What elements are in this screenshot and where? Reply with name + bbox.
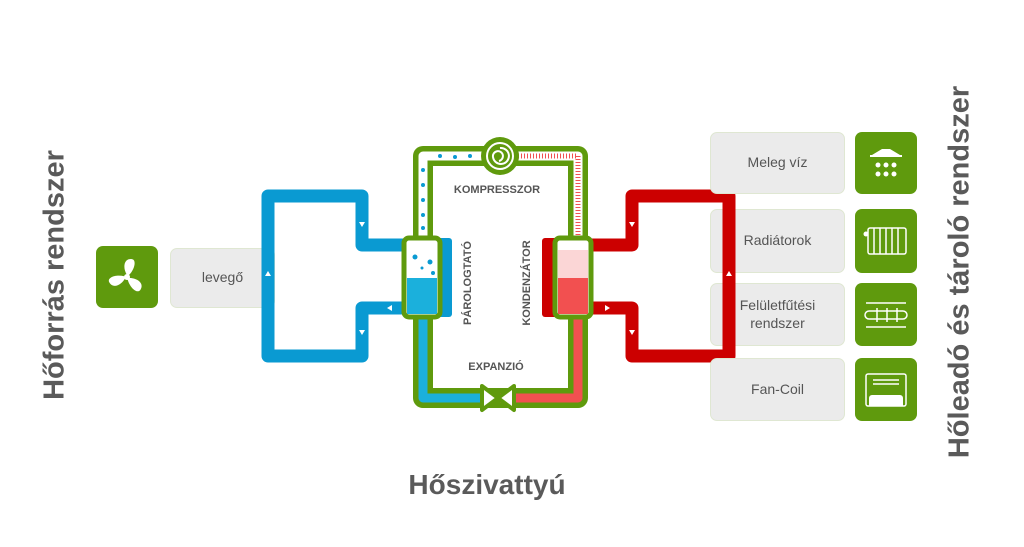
- fan-coil-icon: [855, 358, 917, 421]
- output-label: Radiátorok: [743, 232, 812, 249]
- expansion-valve-icon: [480, 384, 516, 412]
- output-label: Fan-Coil: [751, 380, 804, 397]
- floor-heating-icon: [855, 283, 917, 346]
- shower-icon: [855, 132, 917, 194]
- output-label: Meleg víz: [747, 154, 808, 171]
- compressor-label: KOMPRESSZOR: [454, 184, 540, 196]
- condenser-label: KONDENZÁTOR: [520, 240, 533, 325]
- output-fan-coil: Fan-Coil: [710, 358, 845, 421]
- expansion-label: EXPANZIÓ: [468, 360, 524, 373]
- output-label: Felületfűtési rendszer: [739, 297, 816, 331]
- source-loop-pipe: [261, 189, 410, 363]
- source-label: levegő: [201, 269, 244, 286]
- evaporator-label: PÁROLOGTATÓ: [461, 241, 474, 325]
- radiator-icon: [855, 209, 917, 273]
- hot-gas-dots: [503, 153, 581, 237]
- flow-arrows: [265, 222, 732, 335]
- output-loop-pipe: [590, 189, 736, 363]
- vapor-dots: [421, 154, 472, 230]
- output-feluletfutesi: Felületfűtési rendszer: [710, 283, 845, 346]
- main-title: Hőszivattyú: [408, 469, 566, 500]
- output-radiatorok: Radiátorok: [710, 209, 845, 273]
- compressor-icon: [481, 137, 519, 175]
- fan-icon: [96, 246, 158, 308]
- refrigerant-pipe-bottom: [413, 318, 588, 408]
- output-meleg-viz: Meleg víz: [710, 132, 845, 194]
